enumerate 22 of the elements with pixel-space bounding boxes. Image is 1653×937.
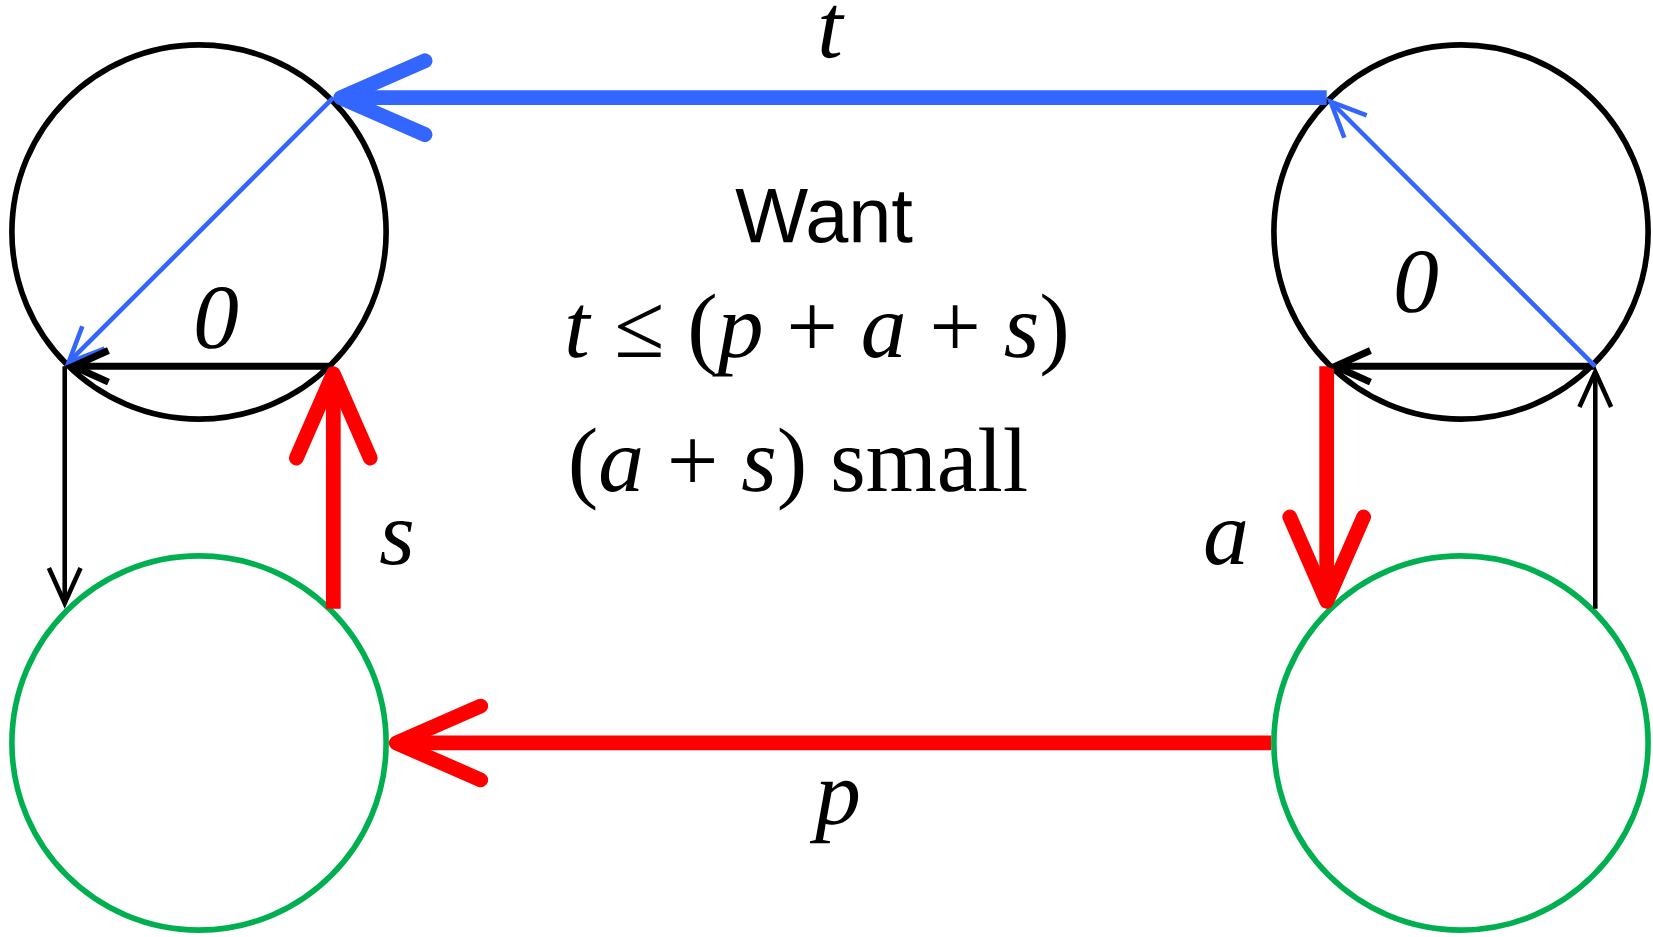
edge-label: t [813,2,847,62]
arrow [1282,366,1371,609]
text-label: t ≤ (p + a + s) [568,293,1066,377]
arrow [388,698,1272,788]
circle [1271,42,1651,422]
edge-label: s [375,517,419,569]
arrow [46,366,83,609]
text-label: Want [735,189,913,243]
edge-label: 0 [1389,247,1443,317]
arrow [64,347,334,386]
text-label: (a + s) small [571,427,1027,511]
arrow [64,96,335,367]
arrow [1326,97,1597,368]
edge-label: a [1199,517,1253,569]
arrow [333,53,1327,143]
arrow [1577,366,1614,609]
arrow [289,366,378,609]
edge-label: 0 [189,283,243,353]
arrow [1326,347,1596,386]
circle [1271,553,1651,933]
edge-label: p [809,777,865,847]
circle [9,42,389,422]
